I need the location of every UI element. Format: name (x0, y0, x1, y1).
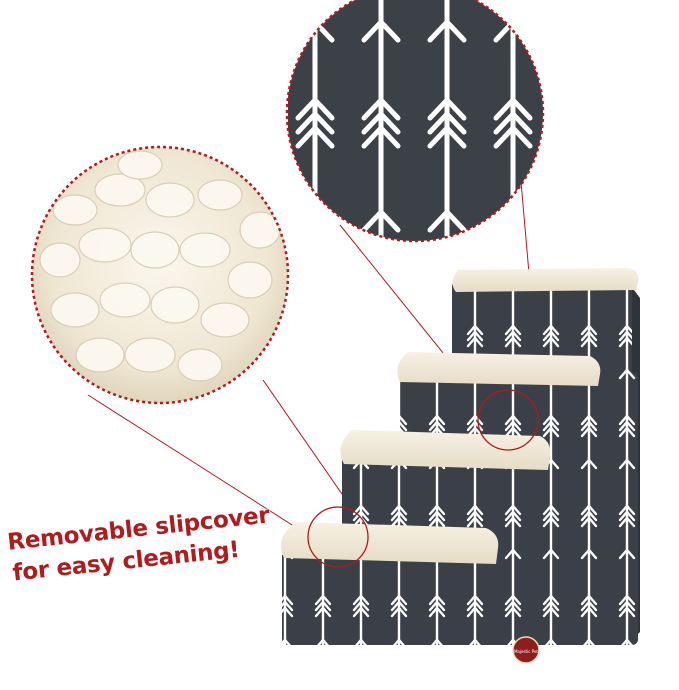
step-4-top (452, 268, 639, 292)
brand-badge: Majestic Pet (512, 636, 540, 664)
step-1-front (282, 548, 638, 645)
zoom-spot-sherpa (307, 506, 369, 568)
step-2-top (340, 430, 551, 470)
zoom-spot-fabric (477, 389, 539, 451)
step-3-top (397, 352, 601, 386)
sherpa-zoom-circle (30, 145, 290, 405)
brand-badge-text: Majestic Pet (514, 649, 538, 654)
fabric-zoom-circle (285, 0, 545, 243)
step-1-top (280, 522, 499, 564)
pet-stairs: Majestic Pet (280, 268, 640, 664)
